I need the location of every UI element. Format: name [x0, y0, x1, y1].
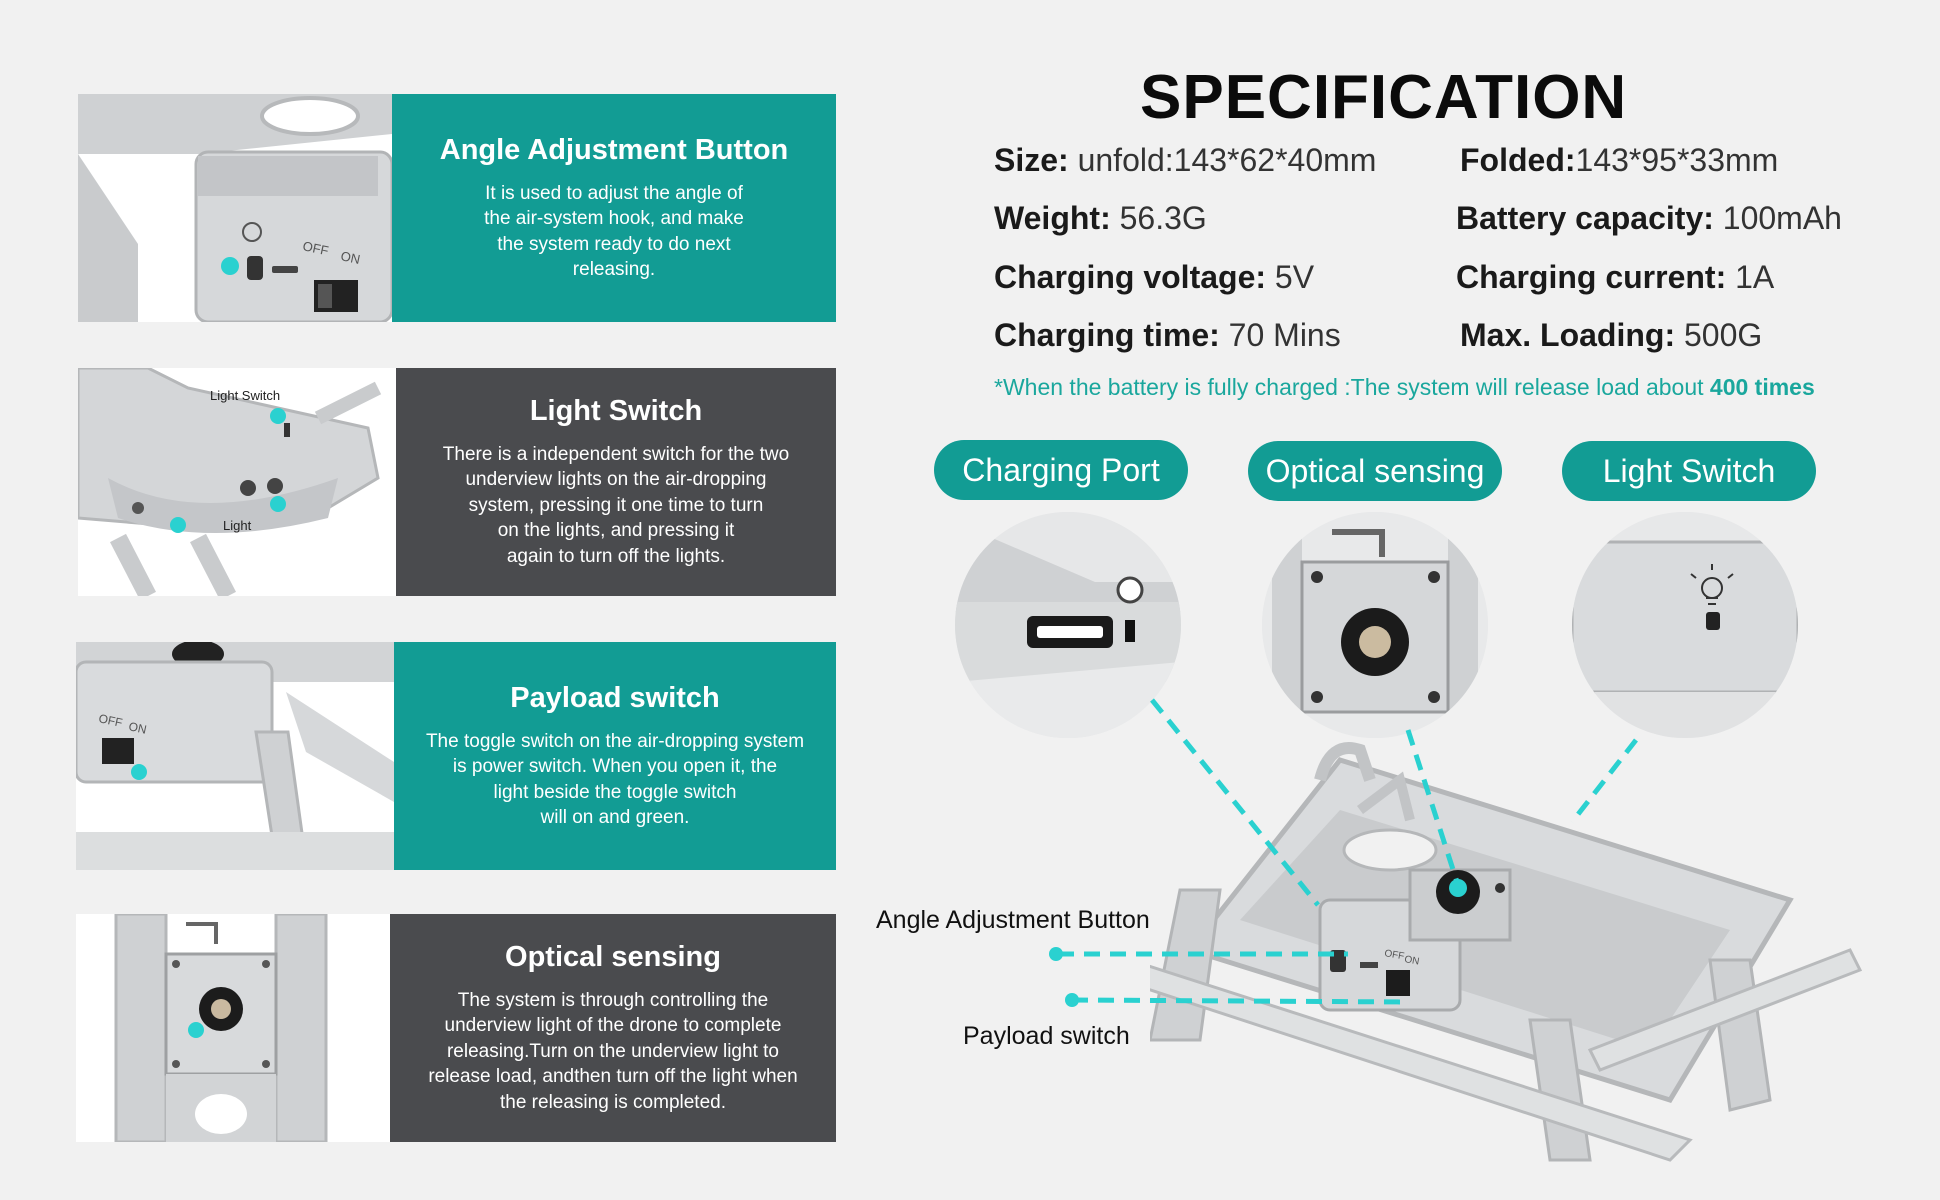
- angle-adjustment-callout: Angle Adjustment Button: [876, 906, 1150, 934]
- air-drop-system-product: OFF ON: [1150, 742, 1863, 1162]
- card-title: Payload switch: [510, 681, 720, 714]
- charging-port-pill: Charging Port: [934, 440, 1188, 500]
- feature-card-light-switch: Light Switch Light Light Switch There is…: [78, 368, 836, 596]
- feature-card-angle-adjustment: OFF ON Angle Adjustment Button It is use…: [78, 94, 836, 322]
- spec-charging-current: Charging current: 1A: [1456, 259, 1775, 295]
- light-switch-detail: [1572, 512, 1798, 738]
- spec-max-loading: Max. Loading: 500G: [1460, 317, 1763, 353]
- light-photo-label: Light: [223, 518, 252, 533]
- light-switch-photo: Light Switch Light: [78, 368, 396, 596]
- card-title: Light Switch: [529, 394, 703, 427]
- specification-title: SPECIFICATION: [1140, 63, 1628, 132]
- spec-weight: Weight: 56.3G: [994, 200, 1207, 236]
- angle-button-photo: OFF ON: [78, 94, 392, 322]
- light-bulb-icon: [1690, 564, 1734, 605]
- payload-switch-panel: Payload switch The toggle switch on the …: [394, 642, 836, 870]
- photo-off-mark: OFF: [301, 238, 330, 258]
- payload-switch-photo: OFF ON: [76, 642, 394, 870]
- charging-port-detail: [955, 512, 1181, 738]
- card-title: Angle Adjustment Button: [439, 133, 789, 166]
- light-switch-photo-label: Light Switch: [210, 388, 280, 403]
- product-on-mark: ON: [1403, 954, 1420, 967]
- photo-on-mark: ON: [339, 248, 361, 267]
- angle-adjustment-panel: Angle Adjustment Button It is used to ad…: [392, 94, 836, 322]
- optical-sensing-photo: [76, 914, 390, 1142]
- battery-note: *When the battery is fully charged :The …: [994, 374, 1815, 400]
- product-off-mark: OFF: [1383, 948, 1405, 962]
- photo-off-mark: OFF: [97, 711, 123, 730]
- card-description: The toggle switch on the air-dropping sy…: [425, 730, 805, 829]
- light-switch-pill: Light Switch: [1562, 441, 1816, 501]
- card-description: The system is through controlling the un…: [428, 989, 798, 1113]
- spec-battery-capacity: Battery capacity: 100mAh: [1456, 200, 1842, 236]
- spec-size: Size: unfold:143*62*40mm: [994, 142, 1377, 178]
- card-description: There is a independent switch for the tw…: [442, 443, 790, 567]
- optical-sensing-panel: Optical sensing The system is through co…: [390, 914, 836, 1142]
- card-title: Optical sensing: [505, 940, 721, 973]
- spec-charging-voltage: Charging voltage: 5V: [994, 259, 1315, 295]
- optical-sensing-pill: Optical sensing: [1248, 441, 1502, 501]
- feature-card-optical-sensing: Optical sensing The system is through co…: [76, 914, 836, 1142]
- photo-on-mark: ON: [127, 719, 148, 736]
- release-count: 400 times: [1709, 374, 1815, 400]
- spec-charging-time: Charging time: 70 Mins: [994, 317, 1341, 353]
- feature-card-payload-switch: OFF ON Payload switch The toggle switch …: [76, 642, 836, 870]
- card-description: It is used to adjust the angle of the ai…: [484, 182, 744, 281]
- light-switch-panel: Light Switch There is a independent swit…: [396, 368, 836, 596]
- spec-folded: Folded:143*95*33mm: [1460, 142, 1779, 178]
- payload-switch-callout: Payload switch: [963, 1022, 1130, 1050]
